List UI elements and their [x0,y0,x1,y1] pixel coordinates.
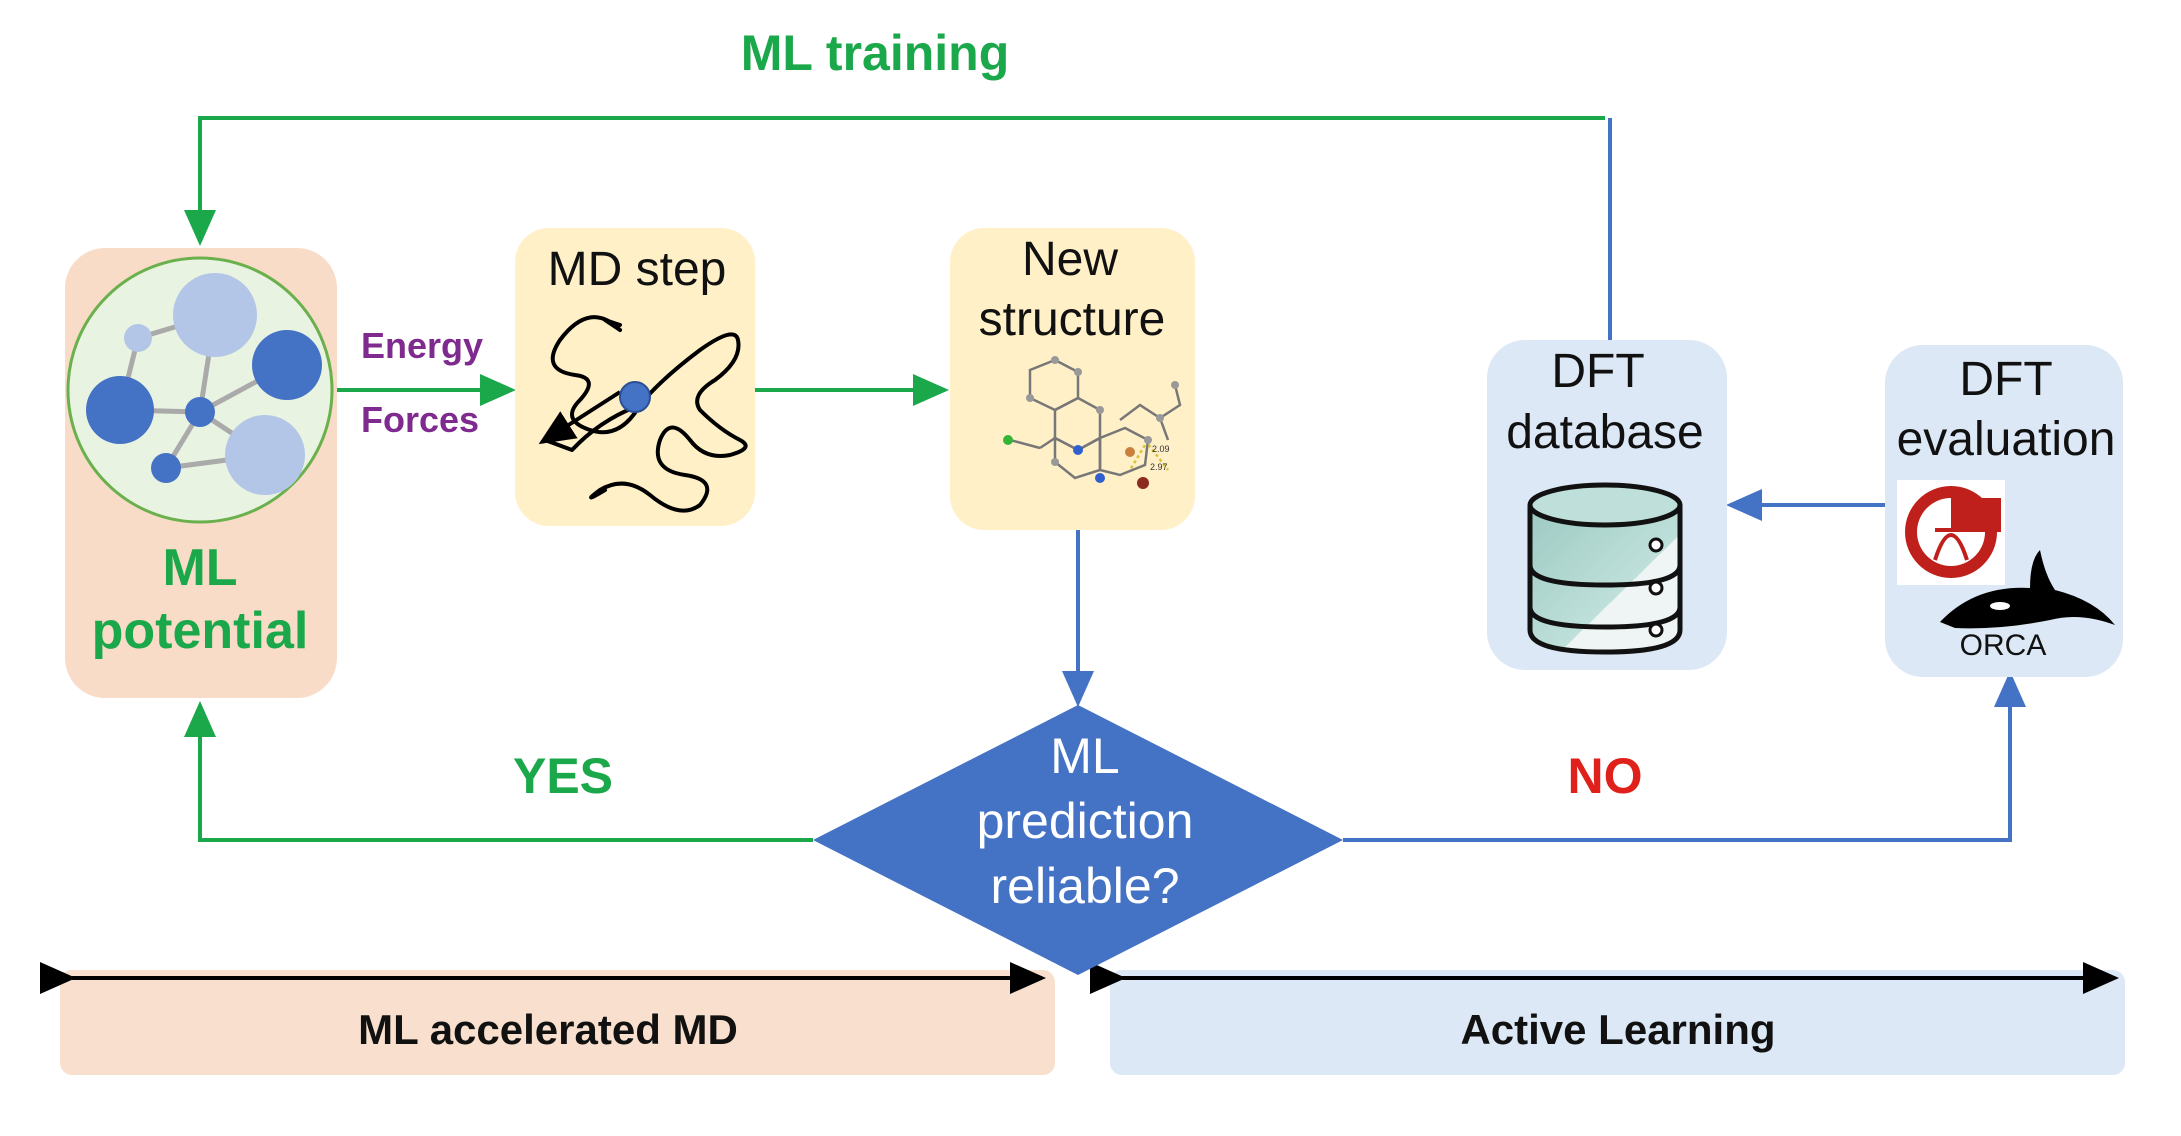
dft-database-line1: DFT [1551,345,1644,398]
gaussian-logo [1897,480,2005,585]
ml-accelerated-md-label: ML accelerated MD [358,1006,738,1053]
neural-network-icon [66,256,334,524]
ml-potential-line1: ML [162,539,237,597]
orca-logo-text: ORCA [1960,629,2047,662]
bond-label-2: 2.97 [1150,462,1168,472]
database-icon [1527,482,1683,655]
dft-database-line2: database [1506,406,1704,459]
active-learning-label: Active Learning [1460,1006,1775,1053]
md-step-label: MD step [548,243,727,296]
particle-icon [619,381,651,413]
ml-accelerated-md-bar [60,970,1055,1075]
active-learning-bar [1110,970,2125,1075]
ml-training-label: ML training [741,25,1010,81]
molecule-atoms [1003,356,1179,489]
new-structure-line2: structure [979,293,1166,346]
md-step-box [515,228,755,526]
ml-training-arrow-green [184,116,1605,246]
dft-evaluation-line2: evaluation [1897,413,2116,466]
new-structure-line1: New [1022,233,1118,286]
no-branch-arrow [1343,671,2026,842]
decision-line2: prediction [977,793,1194,849]
decision-line3: reliable? [990,858,1179,914]
yes-branch-arrow [184,701,813,842]
forces-label: Forces [361,399,479,440]
energy-label: Energy [361,325,483,366]
decision-diamond [813,705,1343,975]
trajectory-arrow [538,390,622,445]
dft-evaluation-line1: DFT [1959,353,2052,406]
ml-potential-line2: potential [92,602,309,660]
bond-label-1: 2.09 [1152,444,1170,454]
yes-label: YES [513,748,613,804]
decision-line1: ML [1050,728,1119,784]
no-label: NO [1568,748,1643,804]
orca-logo: ORCA [1940,550,2115,662]
